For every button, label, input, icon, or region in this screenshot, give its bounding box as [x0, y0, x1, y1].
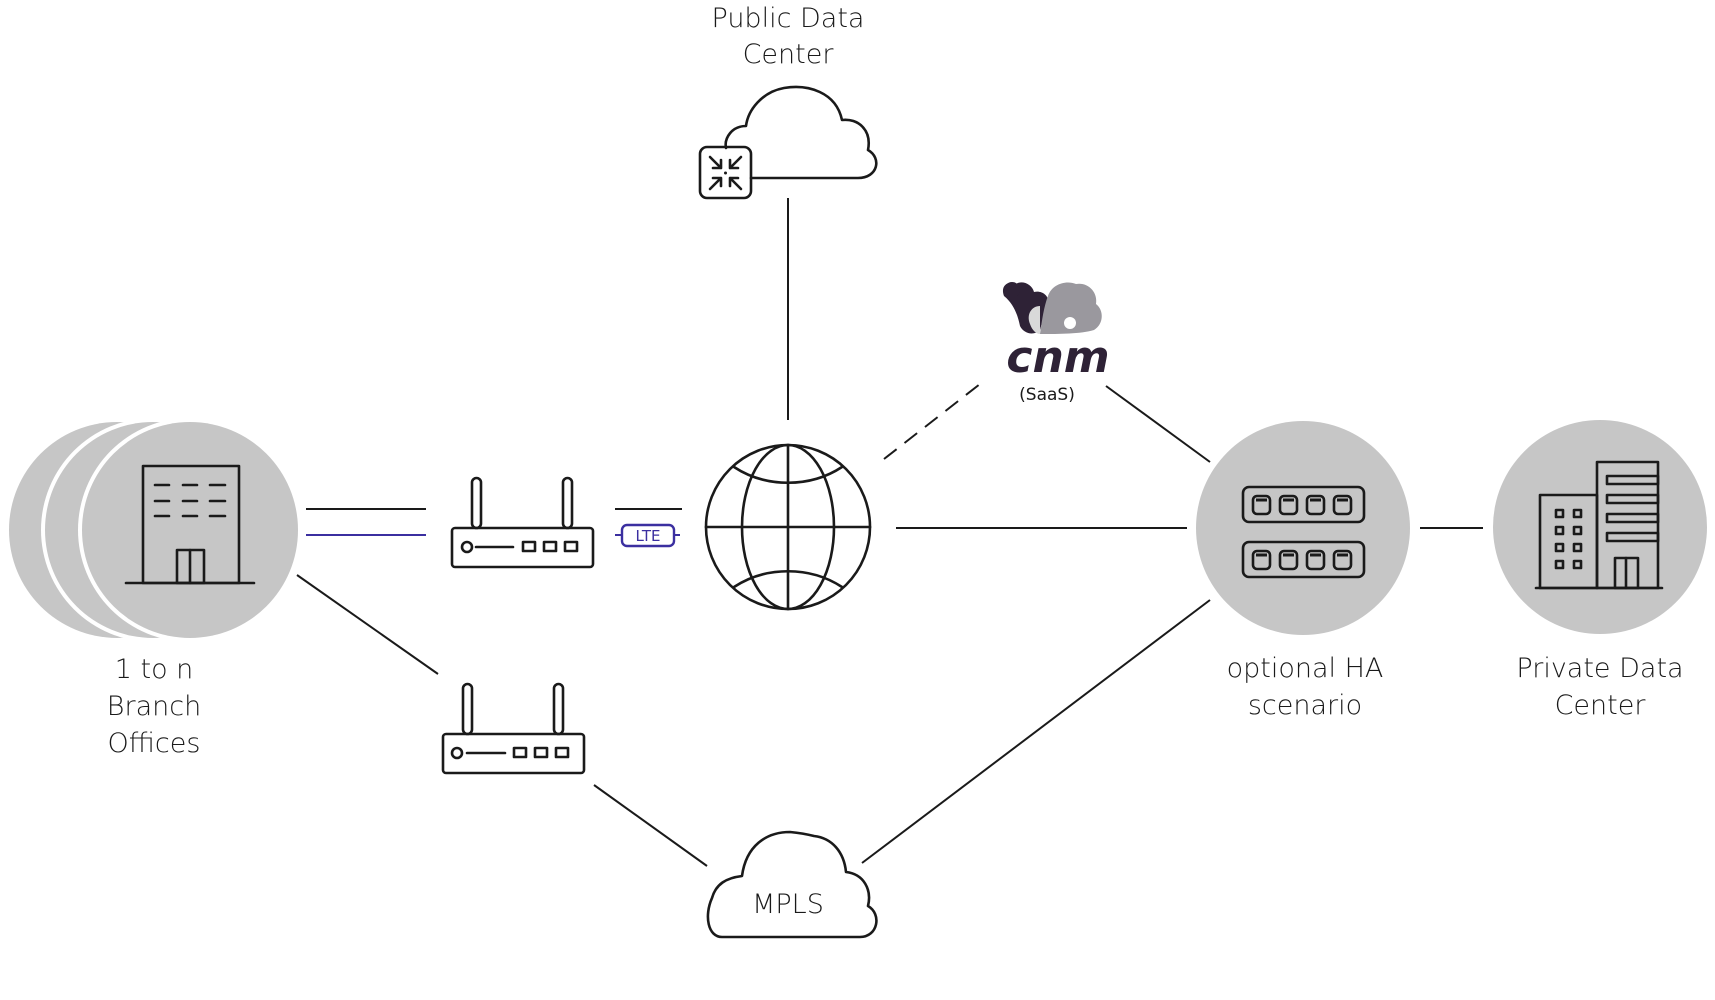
link-router-mpls-cloud — [593, 784, 708, 867]
node-optional-ha[interactable]: optional HA scenario — [1196, 421, 1410, 721]
lte-badge-text: LTE — [636, 527, 661, 545]
private-dc-circle — [1493, 420, 1707, 634]
node-cnm-saas[interactable]: cnm (SaaS) — [1002, 282, 1110, 405]
cnm-saas-label: (SaaS) — [1019, 385, 1075, 405]
ha-label-line1: optional HA — [1227, 653, 1384, 684]
links — [296, 198, 1483, 867]
private-dc-label-line1: Private Data — [1516, 653, 1683, 684]
ha-label-line2: scenario — [1248, 690, 1362, 721]
branch-circle — [82, 422, 298, 638]
node-branch-offices[interactable]: 1 to n Branch Offices — [9, 418, 302, 759]
node-router-mpls[interactable] — [441, 682, 586, 775]
node-internet[interactable] — [704, 443, 872, 611]
branch-label-line2: Branch — [107, 691, 201, 722]
router-icon — [450, 476, 595, 569]
network-switch-icon — [1241, 485, 1366, 579]
mpls-label: MPLS — [752, 889, 824, 920]
private-dc-label-line2: Center — [1555, 690, 1647, 721]
cloud-icon — [724, 85, 878, 180]
node-private-data-center[interactable]: Private Data Center — [1493, 420, 1707, 721]
firewall-icon — [698, 145, 753, 200]
globe-icon — [704, 443, 872, 611]
node-mpls[interactable]: MPLS — [706, 830, 878, 939]
router-icon — [441, 682, 586, 775]
public-dc-label-line2: Center — [743, 39, 835, 70]
node-router-internet[interactable] — [450, 476, 595, 569]
link-mpls-ha — [861, 599, 1211, 864]
office-building-icon — [124, 464, 256, 585]
node-public-data-center[interactable]: Public Data Center — [698, 3, 878, 200]
link-globe-cnm-dashed — [883, 383, 981, 460]
branch-label-line1: 1 to n — [115, 654, 194, 685]
link-cnm-ha — [1105, 385, 1211, 463]
ha-circle — [1196, 421, 1410, 635]
cloud-icon — [706, 830, 878, 939]
lte-badge: LTE — [620, 523, 676, 548]
link-branch-router-mpls — [296, 574, 439, 675]
cnm-cloud-logo-icon — [1002, 282, 1102, 334]
datacenter-buildings-icon — [1534, 460, 1664, 590]
branch-label-line3: Offices — [108, 728, 201, 759]
public-dc-label-line1: Public Data — [712, 3, 865, 34]
cnm-logo-text: cnm — [1006, 332, 1109, 383]
